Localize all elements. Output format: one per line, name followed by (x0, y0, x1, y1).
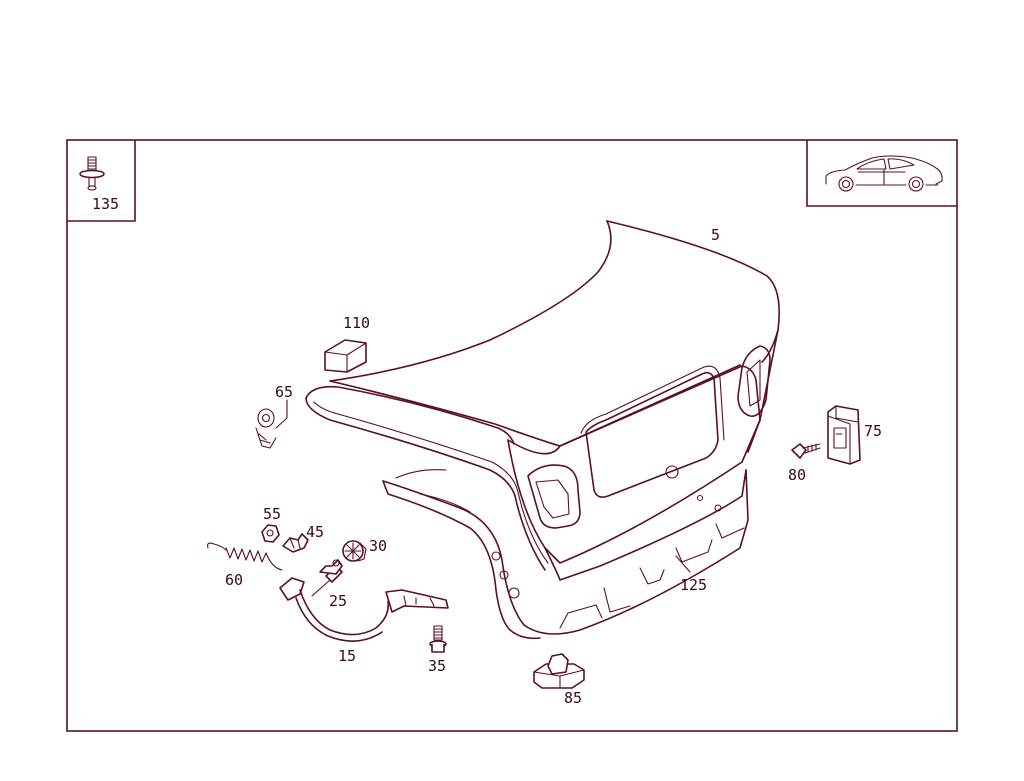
inset-vehicle (806, 140, 957, 207)
nut-55 (261, 524, 280, 543)
label-30: 30 (369, 537, 387, 555)
bump-stop-30 (342, 540, 367, 562)
label-45: 45 (306, 523, 324, 541)
expansion-rivet-icon (79, 156, 105, 191)
label-110: 110 (343, 314, 370, 332)
leader-125 (675, 555, 691, 573)
inset-part-135: 135 (67, 140, 136, 222)
label-75: 75 (864, 422, 882, 440)
trunk-lid (305, 220, 780, 640)
coupe-car-icon (825, 155, 943, 192)
label-60: 60 (225, 571, 243, 589)
buffer-85 (533, 653, 585, 689)
label-135: 135 (92, 195, 119, 213)
label-65: 65 (275, 383, 293, 401)
hinge-bolt-25 (311, 559, 343, 597)
label-5: 5 (711, 226, 720, 244)
bolt-35 (429, 625, 447, 653)
bracket-clip-45 (282, 533, 309, 553)
screw-80 (791, 443, 821, 459)
spring-60 (207, 542, 283, 571)
label-80: 80 (788, 466, 806, 484)
label-35: 35 (428, 657, 446, 675)
switch-75 (827, 405, 861, 465)
clip-65 (255, 399, 288, 449)
diagram-frame (66, 139, 958, 732)
label-55: 55 (263, 505, 281, 523)
rubber-pad-110 (324, 339, 367, 373)
label-25: 25 (329, 592, 347, 610)
label-85: 85 (564, 689, 582, 707)
label-15: 15 (338, 647, 356, 665)
label-125: 125 (680, 576, 707, 594)
hinge-15 (279, 577, 449, 642)
